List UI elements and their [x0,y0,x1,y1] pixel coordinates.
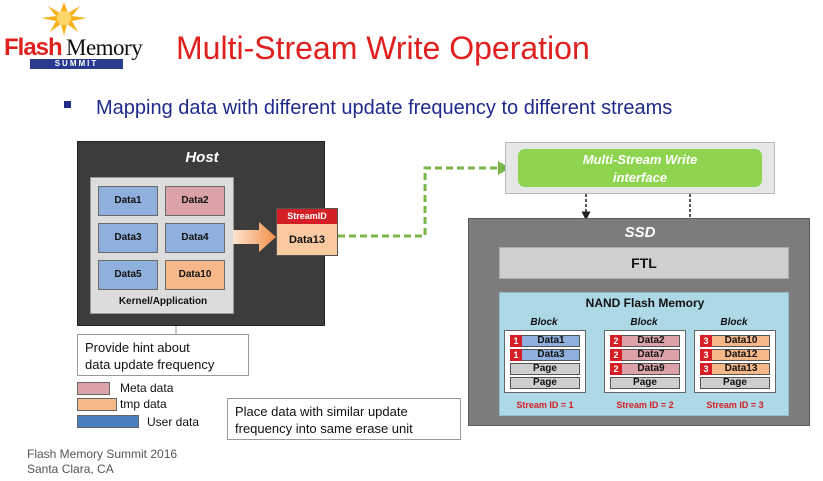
host-cell-data3: Data3 [98,223,158,253]
bullet-text: Mapping data with different update frequ… [96,97,673,119]
placement-callout: Place data with similar update frequency… [227,398,461,440]
logo-summit-bar: SUMMIT [30,59,123,69]
host-cell-data4: Data4 [165,223,225,253]
block-label: Block [720,317,748,328]
stream-id-value: Data13 [288,234,326,246]
nand-title: NAND Flash Memory [585,296,705,310]
block-label: Block [530,317,558,328]
host-cell-data5: Data5 [98,260,158,290]
bullet-square-icon [64,101,71,108]
placement-callout-line2: frequency into same erase unit [235,421,413,436]
dashed-green-arrowhead [498,161,510,175]
kernel-application-box: Data1 Data2 Data3 Data4 Data5 Data10 Ker… [90,177,234,314]
host-cell-data1: Data1 [98,186,158,216]
host-panel: Host Data1 Data2 Data3 Data4 Data5 Data1… [77,141,325,326]
legend-label-tmp: tmp data [120,397,167,411]
multistream-interface-panel: Multi-Stream Write interface [505,142,775,194]
ssd-title: SSD [624,224,656,241]
hint-callout-line1: Provide hint about [85,340,190,355]
legend-swatch-meta [77,382,110,395]
legend-swatch-tmp [77,398,117,411]
multistream-line1: Multi-Stream Write [582,152,698,167]
legend-label-meta: Meta data [120,381,174,395]
block-label: Block [630,317,658,328]
multistream-interface-box: Multi-Stream Write interface [518,149,762,187]
block-row-page: Page [610,377,680,389]
footer-event: Flash Memory Summit 2016 [27,447,178,461]
host-cell-data10: Data10 [165,260,225,290]
stream-id-label: Stream ID = 3 [706,400,764,410]
host-title: Host [185,149,219,166]
logo-flash-text: Flash [4,34,63,61]
host-cell-data2: Data2 [165,186,225,216]
legend-label-user: User data [147,415,200,429]
hint-callout-line2: data update frequency [85,357,215,372]
placement-callout-line1: Place data with similar update [235,404,408,419]
block-row-page: Page [700,377,770,389]
legend-swatch-user [77,415,139,428]
multistream-line2: interface [612,170,668,185]
stream-id-label: Stream ID = 1 [516,400,574,410]
stream-id-box: StreamID Data13 [276,208,338,256]
stream-id-label: Stream ID = 2 [616,400,674,410]
kernel-application-label: Kernel/Application [118,296,208,307]
slide-title: Multi-Stream Write Operation [176,30,590,66]
orange-arrow-icon [233,222,276,252]
logo-memory-text: Memory [66,35,143,60]
stream-id-header: StreamID [277,209,337,224]
hint-callout: Provide hint about data update frequency [77,334,249,376]
block-row-page: Page [510,377,580,389]
ftl-box: FTL [499,247,789,279]
footer-location: Santa Clara, CA [27,462,114,476]
block-row-page: Page [510,363,580,375]
dashed-green-connector [338,166,500,238]
starburst-icon [41,2,87,36]
